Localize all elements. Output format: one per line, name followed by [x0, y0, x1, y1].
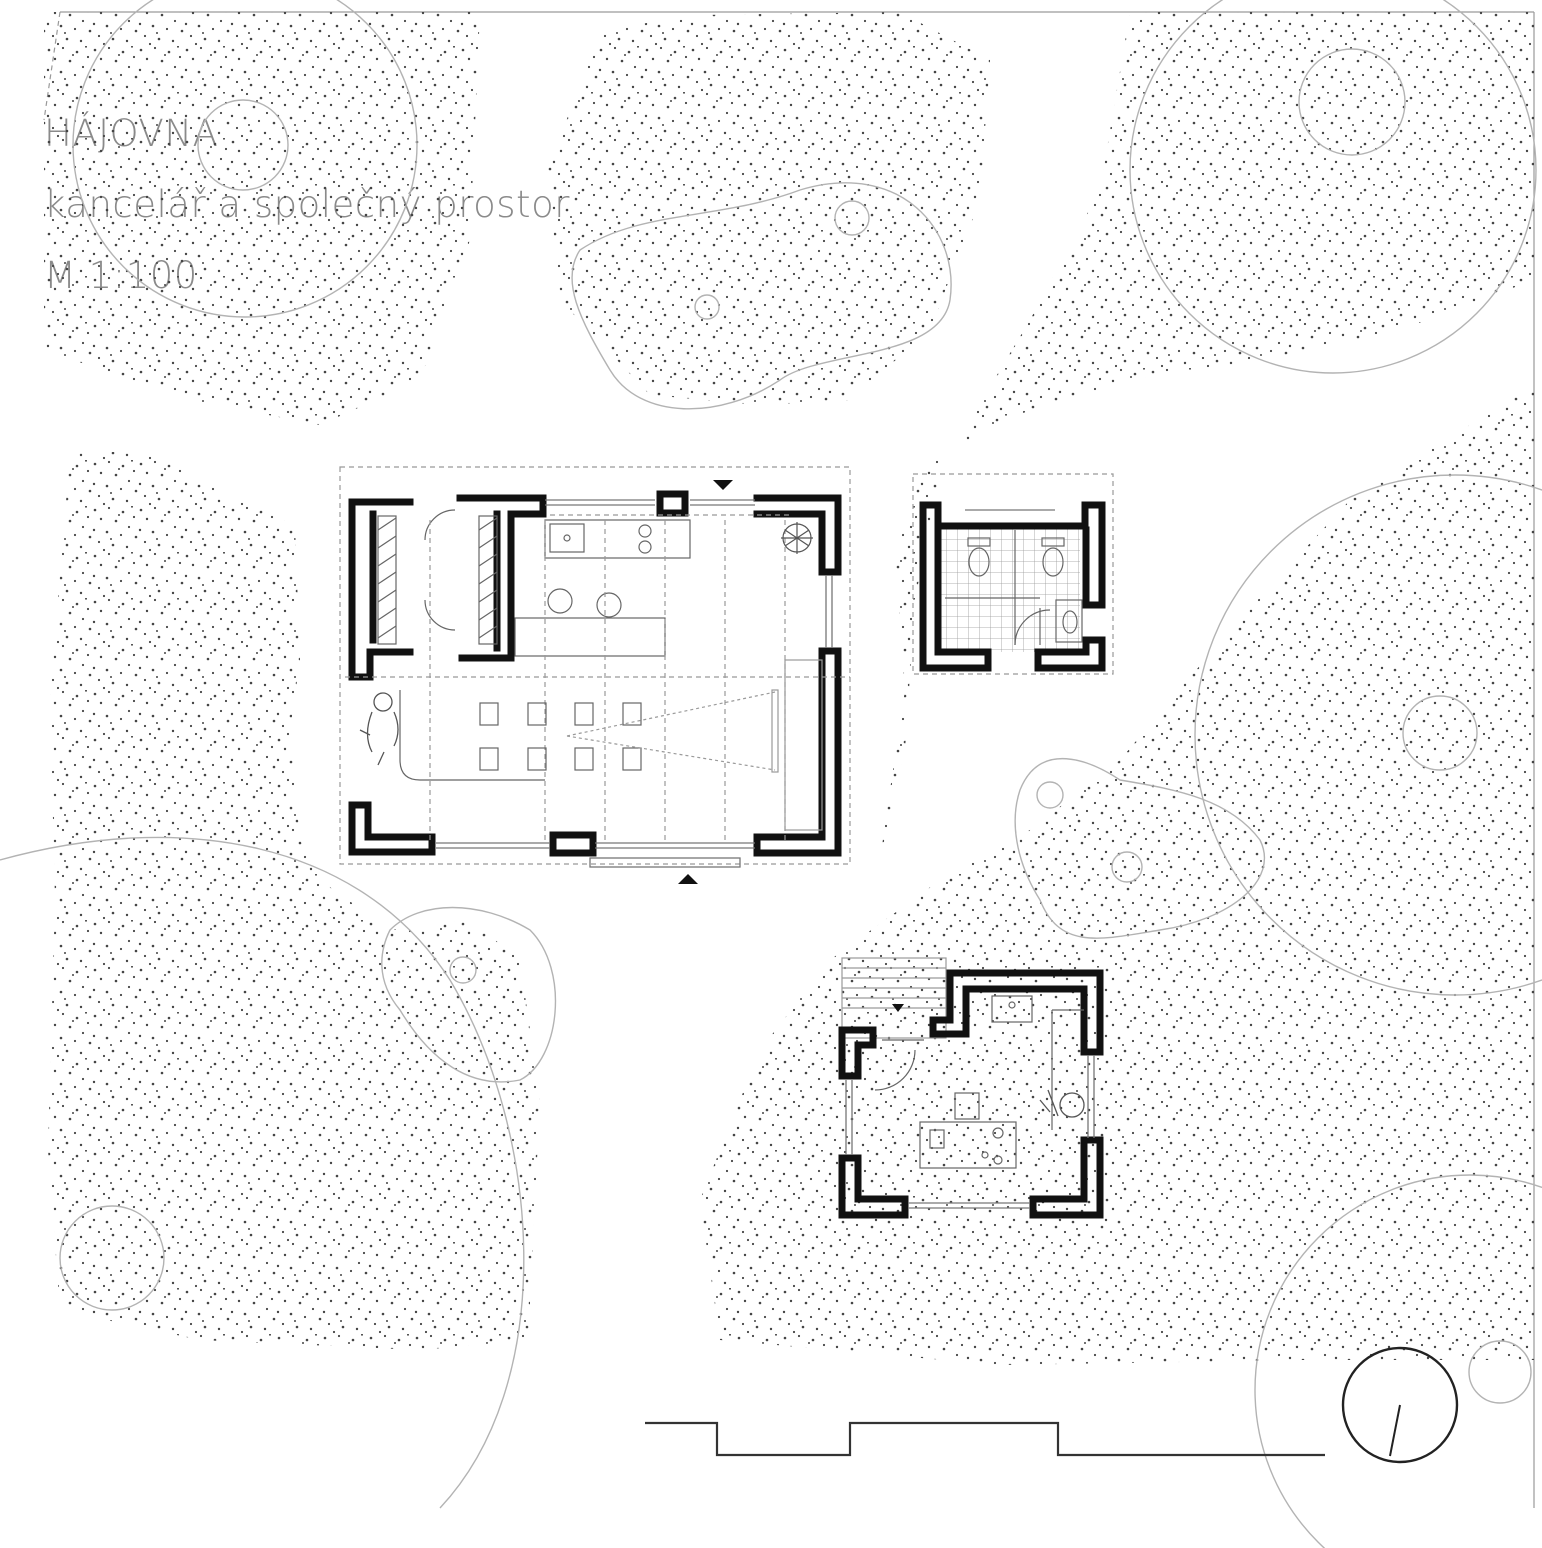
wc-wall-n	[934, 501, 1106, 609]
office-wall-sw	[838, 1154, 909, 1219]
entrance-arrow-icon	[713, 480, 733, 490]
vegetation-areas	[44, 12, 1534, 1365]
office-building	[838, 957, 1104, 1219]
office-windows	[845, 1055, 1095, 1209]
main-building	[339, 466, 851, 884]
wall-pier	[656, 490, 689, 517]
wall-n-center	[456, 494, 547, 662]
office-furniture	[874, 995, 1084, 1169]
office-wall-nw	[838, 1026, 877, 1080]
office-wall-se	[1029, 1136, 1104, 1219]
wall-se	[753, 647, 842, 857]
plant-icon	[781, 522, 813, 554]
wc-wall-s	[1034, 636, 1106, 672]
structural-grid	[345, 514, 850, 840]
office-wall-n	[929, 969, 1104, 1056]
north-arrow-icon	[1341, 1346, 1459, 1464]
wc-building	[912, 473, 1114, 675]
projection	[566, 659, 823, 831]
lockers	[377, 509, 498, 645]
roof-outline	[339, 466, 851, 865]
scale-bar-icon	[645, 1421, 1325, 1457]
person-figure-icon	[359, 692, 399, 766]
wall-nw	[348, 498, 414, 681]
windows	[436, 499, 833, 868]
toilets	[945, 530, 1083, 646]
bench	[399, 690, 545, 781]
entrance-arrow-icon	[678, 874, 698, 884]
stair-treads	[842, 967, 946, 1009]
entrance-arrow-icon	[892, 1004, 904, 1012]
wc-roof-outline	[912, 473, 1114, 675]
chairs	[479, 702, 642, 771]
wall-sw	[348, 801, 436, 856]
wall-s-pier	[549, 831, 597, 857]
wc-wall-w	[919, 501, 992, 672]
wall-ne	[753, 494, 842, 576]
seated-person-icon	[1039, 1089, 1085, 1118]
